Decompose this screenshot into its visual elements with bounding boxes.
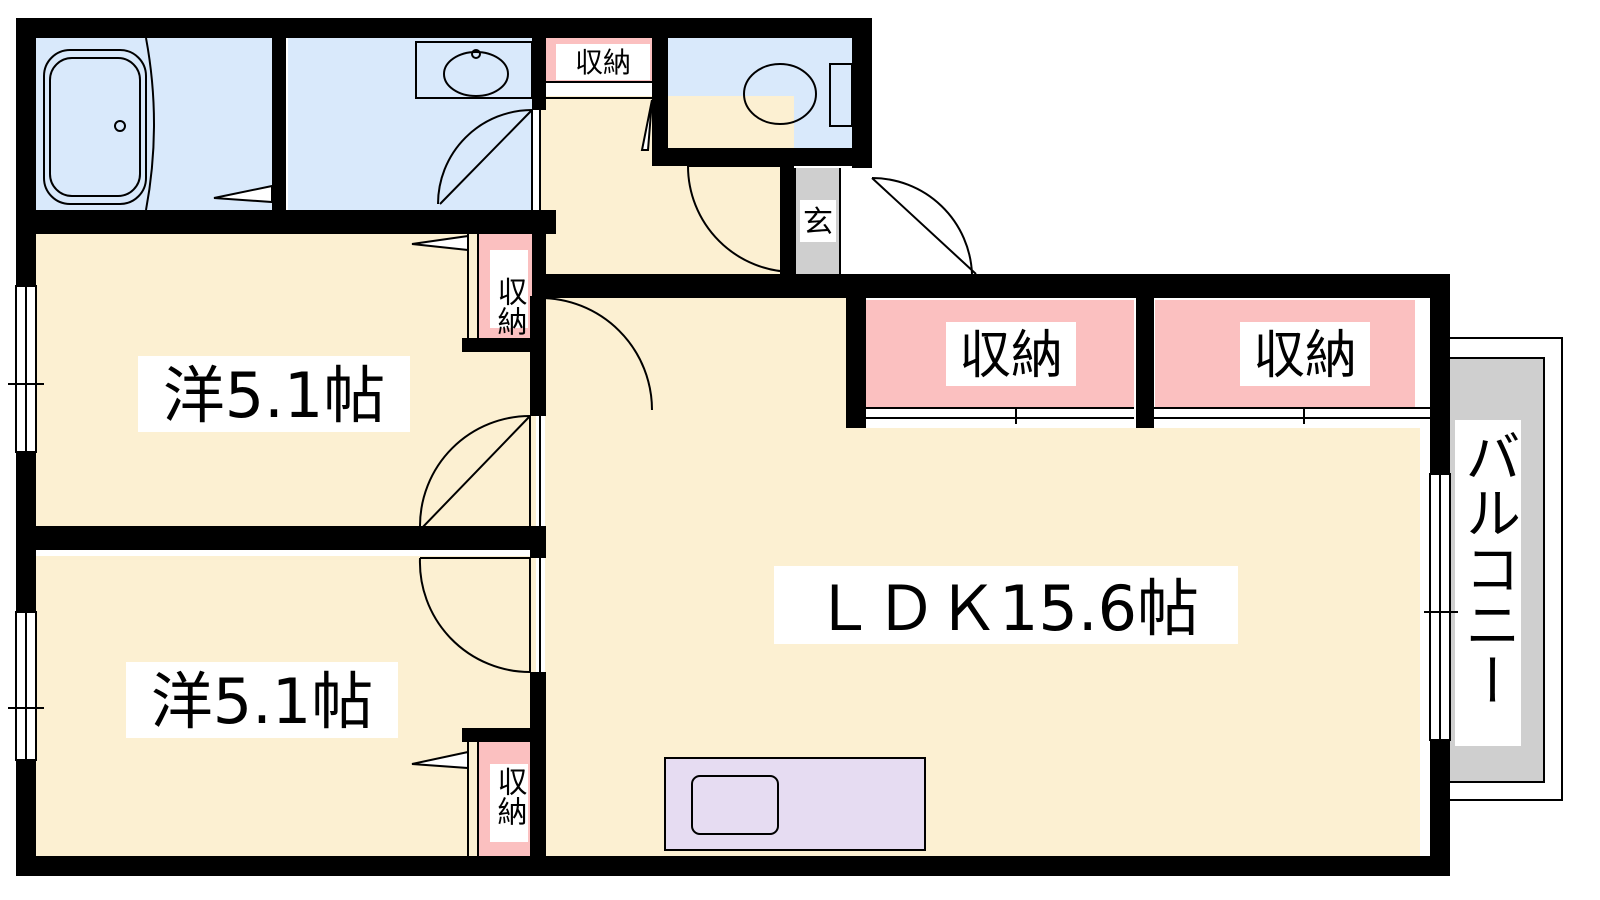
windows [8,285,1458,761]
doors [418,109,977,673]
entrance-label: 玄 [803,205,833,240]
ldk-storage-left-label: 収納 [959,326,1063,386]
toilet-bowl [743,63,817,125]
balcony-label: バルコニー [1456,428,1521,708]
ldk-label: ＬＤＫ15.6帖 [813,572,1199,645]
bath-floor [36,38,274,214]
western-room-1-label: 洋5.1帖 [163,359,386,432]
entrance-label-bg [800,200,836,242]
western-room-2-label: 洋5.1帖 [151,665,374,738]
western-1-label-bg [138,356,410,432]
walls [16,18,1450,876]
western-1-closet-label: 収納 [492,276,528,336]
western-1-closet-label-bg [490,250,528,328]
washbasin-bowl [443,51,509,97]
ldk-storage-left-label-bg [946,322,1076,386]
closet-door-marks [213,99,653,770]
drain-icon [114,120,126,132]
washbasin-counter [415,41,533,99]
faucet-icon [471,49,481,59]
top-storage-label: 収納 [575,46,631,79]
ldk-storage-right-label: 収納 [1253,326,1357,386]
washroom-floor [288,38,533,214]
western-2-closet-label-bg [490,764,528,842]
bath-wall-curve [145,37,155,211]
top-storage-label-bg [556,44,650,80]
thin-lines [467,81,1430,862]
toilet-tank [829,63,853,127]
bathtub-inner [49,57,141,197]
balcony-label-bg [1455,420,1521,746]
western-2-label-bg [126,662,398,738]
kitchen-sink [691,775,779,835]
ldk-label-bg [774,566,1238,644]
bathtub [43,49,147,205]
western-2-closet-label: 収納 [492,766,528,826]
ldk-storage-right-label-bg [1240,322,1370,386]
